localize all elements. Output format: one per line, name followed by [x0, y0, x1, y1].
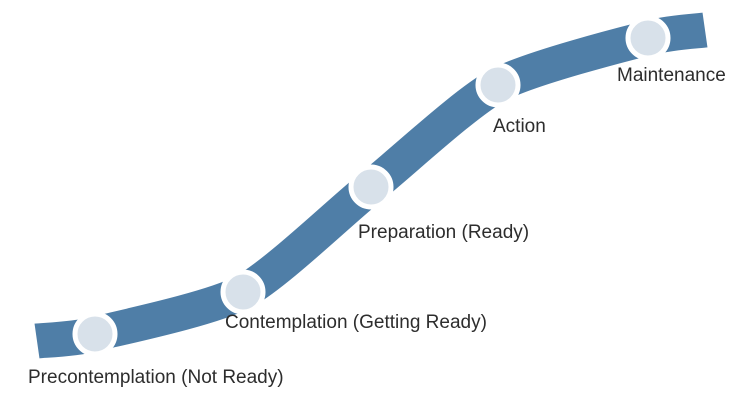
stage-label-precontemplation: Precontemplation (Not Ready)	[28, 367, 284, 388]
stage-marker-contemplation	[220, 269, 266, 315]
stage-marker-action	[475, 62, 521, 108]
stage-marker-preparation	[348, 164, 394, 210]
stage-label-action: Action	[493, 116, 546, 137]
stage-marker-precontemplation	[72, 311, 118, 357]
stage-label-contemplation: Contemplation (Getting Ready)	[225, 312, 487, 333]
stage-label-preparation: Preparation (Ready)	[358, 222, 530, 243]
stage-marker-maintenance	[625, 15, 671, 61]
stage-label-maintenance: Maintenance	[617, 65, 726, 86]
